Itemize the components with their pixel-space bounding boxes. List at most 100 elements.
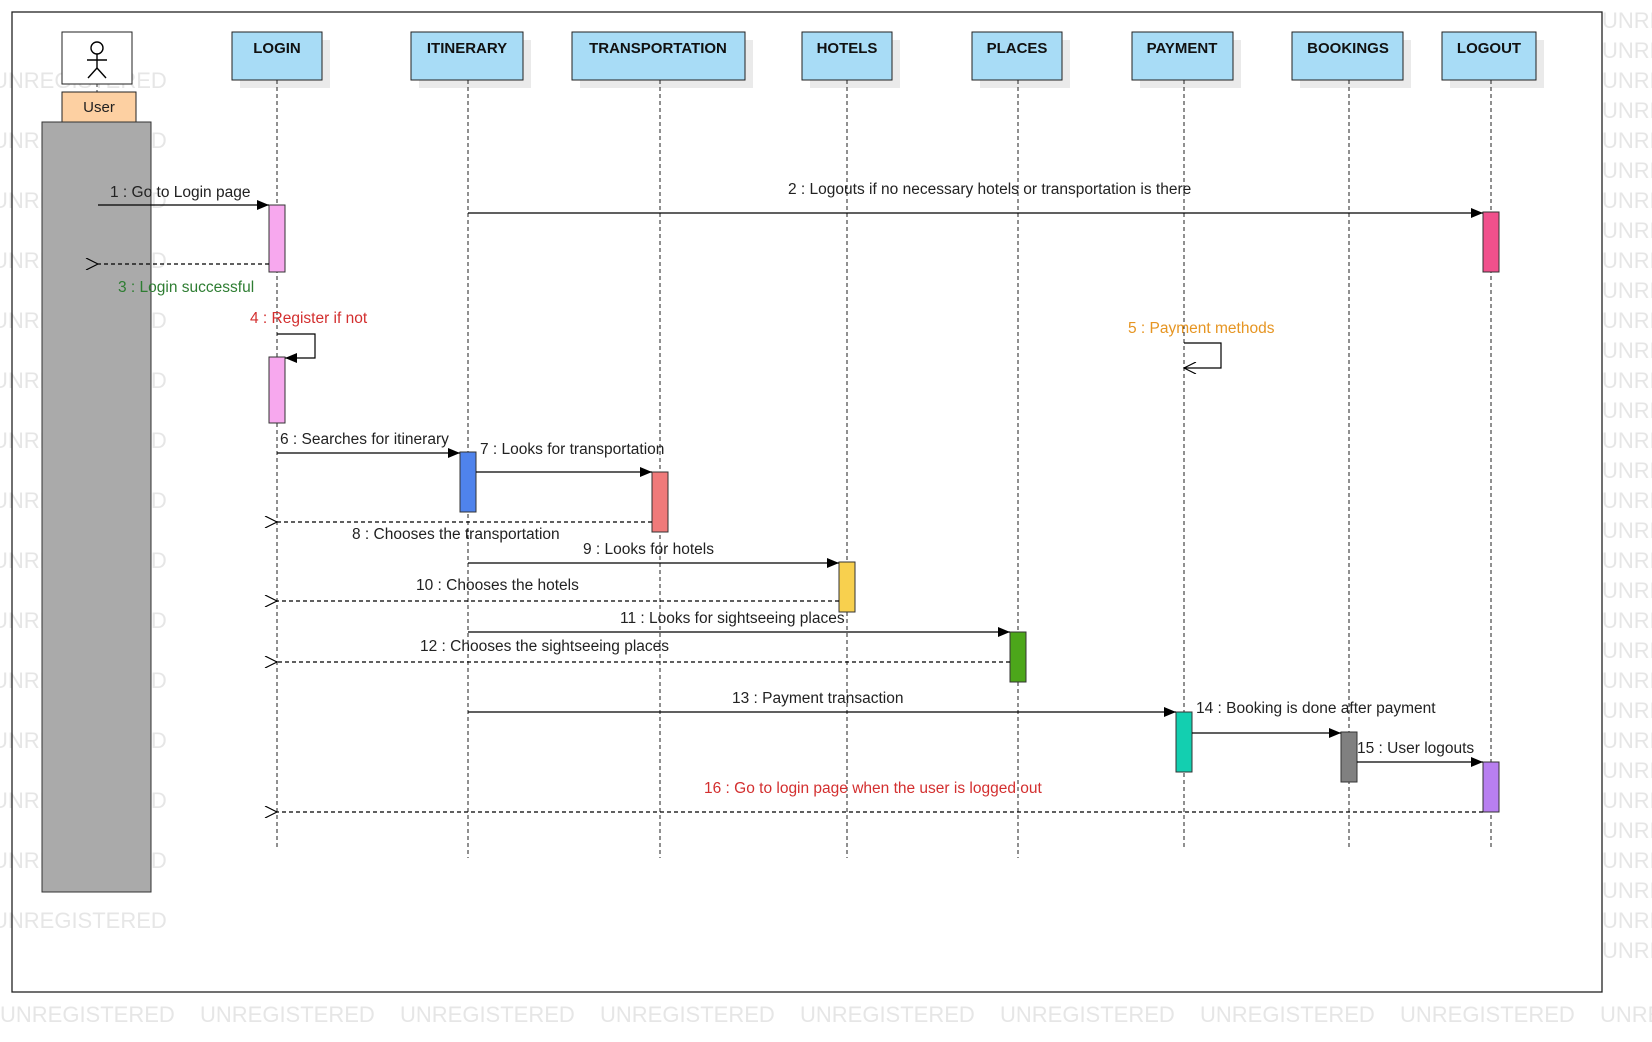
- activation-login-2: [268, 356, 286, 424]
- activation-transportation: [651, 471, 669, 533]
- message-label: 2 : Logouts if no necessary hotels or tr…: [788, 181, 1191, 198]
- activation-places: [1009, 631, 1027, 683]
- message-label: 11 : Looks for sightseeing places: [620, 610, 845, 627]
- message-6[interactable]: 6 : Searches for itinerary: [277, 431, 460, 458]
- lifeline-box: [231, 31, 323, 81]
- message-arrow: [1184, 342, 1222, 368]
- watermark-bottom-row: UNREGISTERED UNREGISTERED UNREGISTERED U…: [0, 1002, 1652, 1027]
- svg-text:UNREGISTERED: UNREGISTERED: [1602, 848, 1652, 873]
- message-label: 7 : Looks for transportation: [480, 441, 664, 458]
- message-10[interactable]: 10 : Chooses the hotels: [277, 577, 839, 601]
- message-16[interactable]: 16 : Go to login page when the user is l…: [277, 780, 1483, 812]
- svg-text:UNREGISTERED: UNREGISTERED: [600, 1002, 775, 1027]
- message-11[interactable]: 11 : Looks for sightseeing places: [468, 610, 1010, 637]
- message-arrow: [277, 333, 316, 363]
- message-8[interactable]: 8 : Chooses the transportation: [277, 522, 652, 543]
- svg-text:UNREGISTERED: UNREGISTERED: [1200, 1002, 1375, 1027]
- svg-text:UNREGISTERED: UNREGISTERED: [1602, 128, 1652, 153]
- svg-text:UNREGISTERED: UNREGISTERED: [1602, 818, 1652, 843]
- message-label: 10 : Chooses the hotels: [416, 577, 579, 594]
- svg-text:UNREGISTERED: UNREGISTERED: [1602, 578, 1652, 603]
- stick-figure-icon: [87, 41, 107, 79]
- lifeline-label: LOGOUT: [1457, 40, 1521, 57]
- svg-text:UNREGISTERED: UNREGISTERED: [1000, 1002, 1175, 1027]
- svg-text:UNREGISTERED: UNREGISTERED: [200, 1002, 375, 1027]
- lifeline-itinerary[interactable]: ITINERARY: [410, 31, 531, 858]
- lifeline-payment[interactable]: PAYMENT: [1131, 31, 1241, 850]
- lifeline-login[interactable]: LOGIN: [231, 31, 330, 850]
- svg-text:UNREGISTERED: UNREGISTERED: [0, 908, 167, 933]
- message-label: 1 : Go to Login page: [110, 184, 250, 201]
- activation-hotels: [838, 561, 856, 613]
- message-label: 4 : Register if not: [250, 310, 368, 327]
- activation-itinerary: [459, 451, 477, 513]
- svg-text:UNREGISTERED: UNREGISTERED: [1602, 278, 1652, 303]
- svg-text:UNREGISTERED: UNREGISTERED: [1602, 878, 1652, 903]
- lifeline-box: [1441, 31, 1537, 81]
- svg-text:UNREGISTERED: UNREGISTERED: [1602, 608, 1652, 633]
- watermark-column: UNREGISTERED UNREGISTERED UNREGISTERED U…: [1602, 8, 1652, 963]
- lifeline-bookings[interactable]: BOOKINGS: [1291, 31, 1411, 850]
- activation-bookings: [1340, 731, 1358, 783]
- message-label: 6 : Searches for itinerary: [280, 431, 449, 448]
- svg-text:UNREGISTERED: UNREGISTERED: [1602, 218, 1652, 243]
- message-label: 9 : Looks for hotels: [583, 541, 714, 558]
- svg-text:UNREGISTERED: UNREGISTERED: [1602, 398, 1652, 423]
- svg-text:UNREGISTERED: UNREGISTERED: [1602, 518, 1652, 543]
- message-2[interactable]: 2 : Logouts if no necessary hotels or tr…: [468, 181, 1483, 218]
- message-12[interactable]: 12 : Chooses the sightseeing places: [277, 638, 1010, 662]
- lifeline-label: PAYMENT: [1147, 40, 1218, 57]
- svg-text:UNREGISTERED: UNREGISTERED: [1602, 8, 1652, 33]
- message-label: 8 : Chooses the transportation: [352, 526, 560, 543]
- message-1[interactable]: 1 : Go to Login page: [98, 184, 269, 210]
- message-13[interactable]: 13 : Payment transaction: [468, 690, 1176, 717]
- diagram-frame: [11, 11, 1603, 993]
- svg-text:UNREGISTERED: UNREGISTERED: [400, 1002, 575, 1027]
- lifeline-label: TRANSPORTATION: [589, 40, 727, 57]
- svg-text:UNREGISTERED: UNREGISTERED: [1602, 458, 1652, 483]
- message-4[interactable]: 4 : Register if not: [250, 310, 368, 363]
- message-label: 12 : Chooses the sightseeing places: [420, 638, 669, 655]
- activation-logout-1: [1482, 211, 1500, 273]
- svg-text:UNREGISTERED: UNREGISTERED: [1602, 758, 1652, 783]
- svg-text:UNREGISTERED: UNREGISTERED: [1600, 1002, 1652, 1027]
- svg-text:UNREGISTERED: UNREGISTERED: [800, 1002, 975, 1027]
- lifeline-label: LOGIN: [253, 40, 301, 57]
- message-9[interactable]: 9 : Looks for hotels: [468, 541, 839, 568]
- svg-text:UNREGISTERED: UNREGISTERED: [1602, 668, 1652, 693]
- svg-text:UNREGISTERED: UNREGISTERED: [1602, 728, 1652, 753]
- message-label: 3 : Login successful: [118, 279, 254, 296]
- message-3[interactable]: 3 : Login successful: [98, 264, 269, 296]
- message-label: 13 : Payment transaction: [732, 690, 903, 707]
- lifeline-box: [410, 31, 524, 81]
- activation-logout-2: [1482, 761, 1500, 813]
- svg-text:UNREGISTERED: UNREGISTERED: [1602, 98, 1652, 123]
- message-label: 16 : Go to login page when the user is l…: [704, 780, 1042, 797]
- svg-text:UNREGISTERED: UNREGISTERED: [1602, 188, 1652, 213]
- svg-text:UNREGISTERED: UNREGISTERED: [1602, 788, 1652, 813]
- lifeline-box: [1291, 31, 1404, 81]
- svg-text:UNREGISTERED: UNREGISTERED: [1602, 158, 1652, 183]
- lifeline-logout[interactable]: LOGOUT: [1441, 31, 1544, 850]
- lifeline-label: BOOKINGS: [1307, 40, 1389, 57]
- lifeline-places[interactable]: PLACES: [971, 31, 1070, 858]
- message-label: 5 : Payment methods: [1128, 320, 1275, 337]
- svg-text:UNREGISTERED: UNREGISTERED: [1602, 428, 1652, 453]
- lifeline-label: HOTELS: [817, 40, 878, 57]
- actor-user[interactable]: User: [61, 31, 137, 123]
- lifeline-box: [801, 31, 893, 81]
- message-15[interactable]: 15 : User logouts: [1357, 740, 1483, 767]
- svg-text:UNREGISTERED: UNREGISTERED: [1602, 548, 1652, 573]
- lifeline-transportation[interactable]: TRANSPORTATION: [571, 31, 753, 858]
- message-14[interactable]: 14 : Booking is done after payment: [1192, 700, 1436, 738]
- svg-text:UNREGISTERED: UNREGISTERED: [1602, 638, 1652, 663]
- lifeline-box: [571, 31, 746, 81]
- message-7[interactable]: 7 : Looks for transportation: [476, 441, 664, 477]
- message-5[interactable]: 5 : Payment methods: [1128, 320, 1275, 368]
- svg-text:UNREGISTERED: UNREGISTERED: [1602, 68, 1652, 93]
- message-label: 14 : Booking is done after payment: [1196, 700, 1436, 717]
- lifeline-label: ITINERARY: [427, 40, 507, 57]
- lifeline-hotels[interactable]: HOTELS: [801, 31, 900, 858]
- svg-text:UNREGISTERED: UNREGISTERED: [0, 1002, 175, 1027]
